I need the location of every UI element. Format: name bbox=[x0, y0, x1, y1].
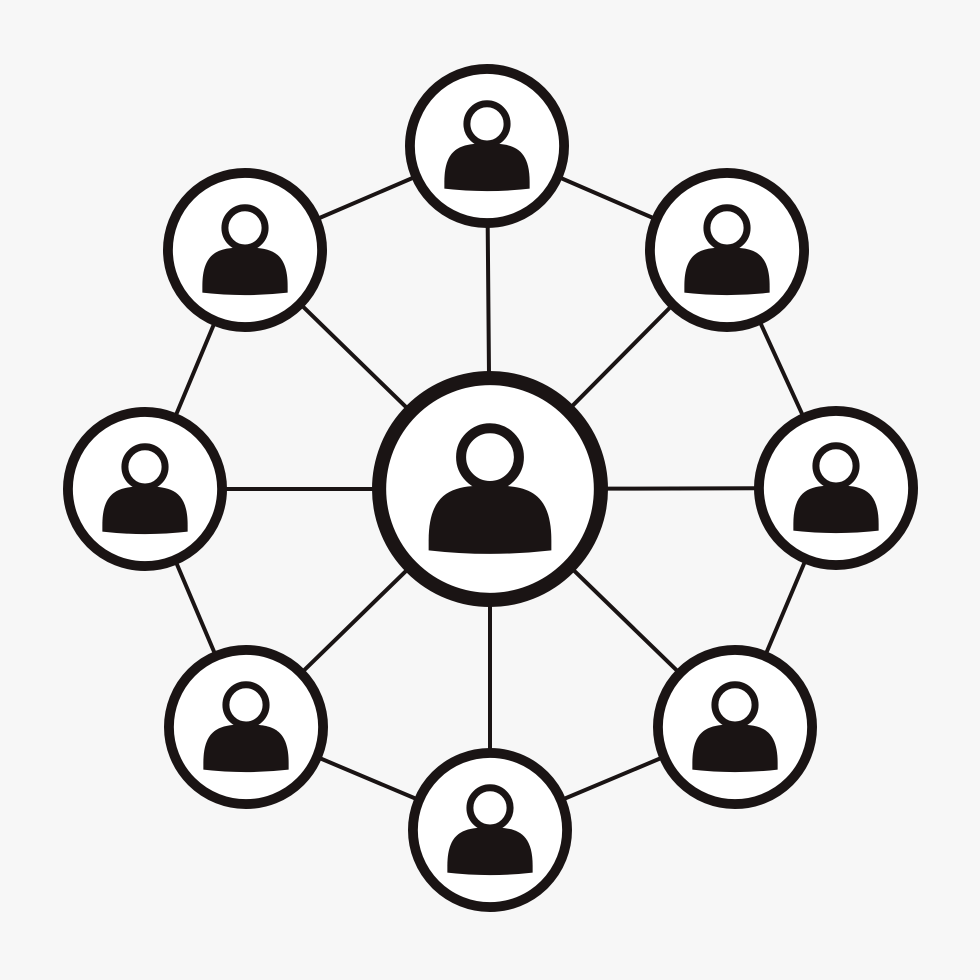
user-head bbox=[121, 443, 169, 491]
hub-link-line bbox=[572, 569, 679, 672]
user-icon bbox=[793, 442, 879, 534]
user-icon bbox=[692, 681, 778, 773]
user-head bbox=[466, 784, 514, 832]
ring-link-line bbox=[175, 562, 216, 654]
user-head bbox=[711, 681, 759, 729]
user-head bbox=[812, 442, 860, 490]
user-body bbox=[793, 485, 879, 534]
hub-user-node bbox=[372, 371, 609, 608]
ring-link-line bbox=[319, 756, 417, 801]
user-body bbox=[202, 247, 288, 296]
user-icon bbox=[444, 100, 530, 192]
ring-link-line bbox=[318, 176, 414, 220]
user-node bbox=[163, 644, 329, 809]
hub-link-line bbox=[571, 306, 672, 408]
user-icon bbox=[684, 204, 770, 296]
user-nodes bbox=[62, 63, 918, 912]
ring-link-line bbox=[764, 561, 807, 654]
hub-link-line bbox=[302, 569, 408, 672]
hub-link-line bbox=[301, 305, 408, 409]
user-body bbox=[447, 827, 533, 876]
user-node bbox=[644, 167, 809, 333]
user-head bbox=[703, 204, 751, 252]
user-node bbox=[753, 405, 918, 570]
user-node bbox=[162, 167, 328, 333]
user-head bbox=[463, 100, 511, 148]
hub-link-line bbox=[485, 225, 491, 374]
ring-link-line bbox=[759, 322, 804, 416]
user-icon bbox=[202, 204, 288, 296]
user-body bbox=[684, 247, 770, 296]
user-body bbox=[203, 724, 289, 773]
connection-lines bbox=[174, 176, 807, 801]
user-body bbox=[444, 143, 530, 192]
user-body bbox=[102, 486, 188, 535]
user-node bbox=[407, 747, 572, 912]
user-body bbox=[428, 485, 552, 554]
user-body bbox=[692, 724, 778, 773]
ring-link-line bbox=[560, 176, 654, 220]
user-node bbox=[404, 63, 569, 229]
user-icon bbox=[203, 681, 289, 773]
user-node bbox=[62, 406, 228, 571]
ring-link-line bbox=[563, 756, 662, 801]
user-head bbox=[221, 204, 269, 252]
ring-link-line bbox=[174, 323, 216, 416]
user-icon bbox=[447, 784, 533, 876]
user-icon bbox=[102, 443, 188, 535]
user-head bbox=[222, 681, 270, 729]
user-head bbox=[456, 423, 524, 492]
user-icon bbox=[428, 423, 552, 554]
user-node bbox=[652, 644, 817, 809]
